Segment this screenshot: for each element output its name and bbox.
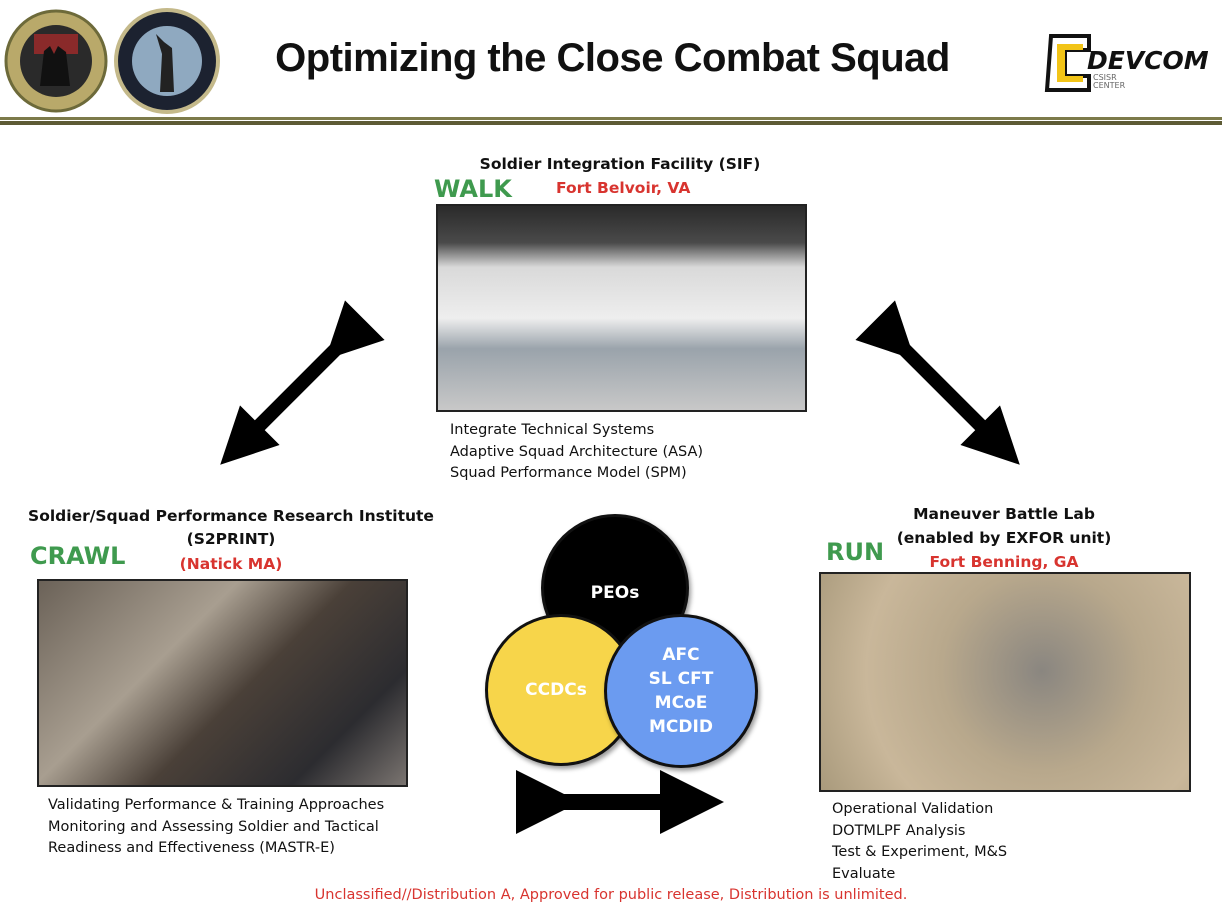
venn-partner-label: MCoE <box>654 693 708 713</box>
walk-location: Fort Belvoir, VA <box>556 179 691 197</box>
battle-lab-subtitle: (enabled by EXFOR unit) <box>896 529 1112 547</box>
venn-partner-label: MCDID <box>649 717 713 737</box>
walk-bullet: Integrate Technical Systems <box>450 422 655 438</box>
venn-partner-label: SL CFT <box>648 669 714 689</box>
devcom-sub1: CSISR <box>1093 73 1117 82</box>
run-bullet: Evaluate <box>832 865 896 882</box>
sif-title: Soldier Integration Facility (SIF) <box>479 155 761 173</box>
double-arrow-left-diagonal-icon <box>220 300 385 465</box>
distribution-statement: Unclassified//Distribution A, Approved f… <box>314 887 908 903</box>
crawl-location: (Natick MA) <box>179 555 283 573</box>
venn-ccdcs-label: CCDCs <box>525 680 587 700</box>
crawl-bullet: Monitoring and Assessing Soldier and Tac… <box>48 818 379 835</box>
devcom-sub2: CENTER <box>1093 81 1126 90</box>
battle-lab-title: Maneuver Battle Lab <box>913 505 1095 523</box>
header-rule <box>0 117 1222 120</box>
run-location: Fort Benning, GA <box>929 553 1079 571</box>
s2print-acronym: (S2PRINT) <box>186 530 276 548</box>
venn-partners: AFC SL CFT MCoE MCDID <box>604 614 758 768</box>
run-label: RUN <box>826 538 885 566</box>
venn-peos-label: PEOs <box>590 583 640 603</box>
run-bullet: Test & Experiment, M&S <box>832 844 1008 860</box>
afc-soldier-lethality-logo <box>114 8 220 114</box>
peo-soldier-logo <box>4 9 108 113</box>
crawl-label: CRAWL <box>30 542 126 570</box>
walk-bullet: Squad Performance Model (SPM) <box>450 465 687 481</box>
header-rule-lower <box>0 121 1222 125</box>
run-bullets: Operational Validation DOTMLPF Analysis … <box>832 799 1007 885</box>
walk-label: WALK <box>434 175 512 203</box>
crawl-bullets: Validating Performance & Training Approa… <box>48 795 384 860</box>
walk-bullet: Adaptive Squad Architecture (ASA) <box>450 443 704 460</box>
battle-lab-aerial-photo <box>819 572 1191 792</box>
s2print-title: Soldier/Squad Performance Research Insti… <box>28 507 434 525</box>
venn-partner-label: AFC <box>662 645 700 665</box>
s2print-photo <box>37 579 408 787</box>
walk-bullets: Integrate Technical Systems Adaptive Squ… <box>450 420 703 485</box>
run-bullet: DOTMLPF Analysis <box>832 822 966 839</box>
run-bullet: Operational Validation <box>832 801 994 817</box>
crawl-bullet: Readiness and Effectiveness (MASTR-E) <box>48 840 335 856</box>
sif-facility-photo <box>436 204 807 412</box>
page-title: Optimizing the Close Combat Squad <box>275 36 950 80</box>
double-arrow-right-diagonal-icon <box>855 300 1020 465</box>
devcom-wordmark: DEVCOM <box>1087 46 1209 75</box>
crawl-bullet: Validating Performance & Training Approa… <box>48 797 385 813</box>
